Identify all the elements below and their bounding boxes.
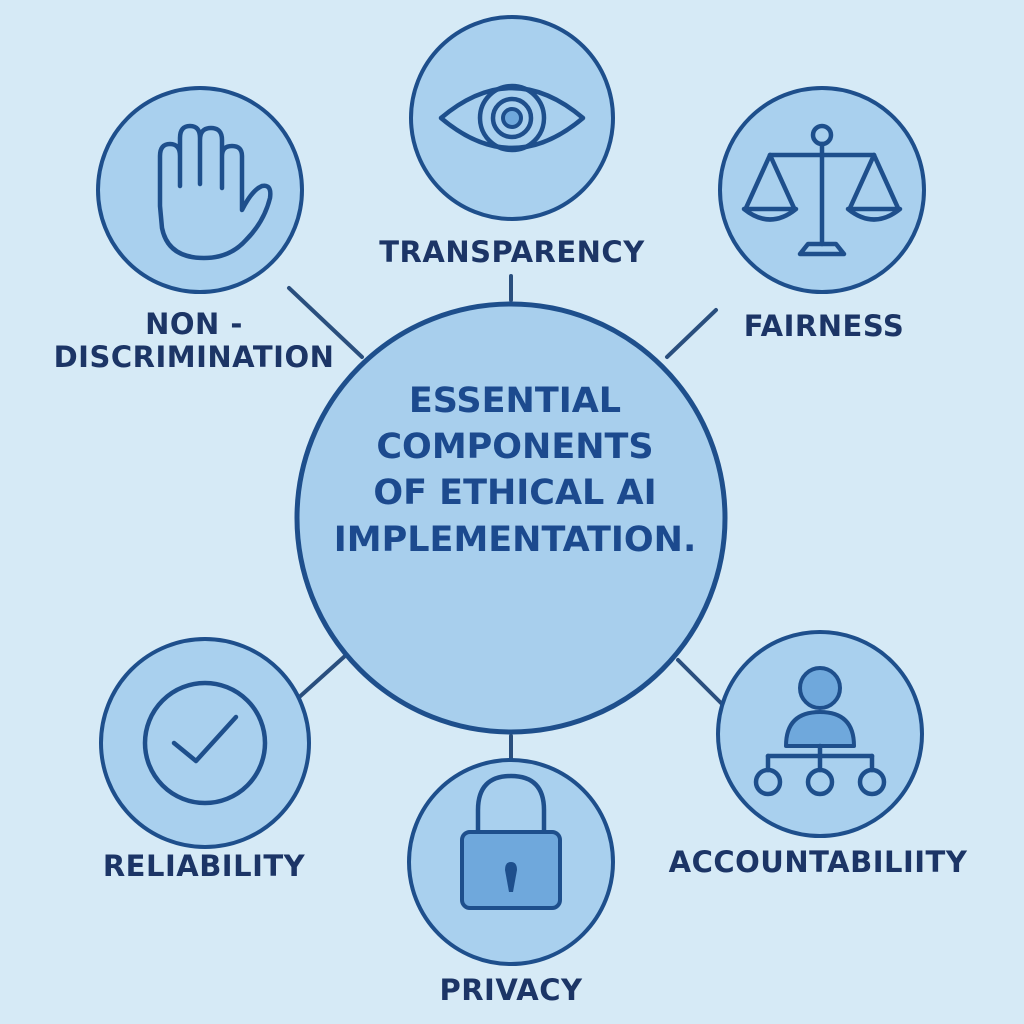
- center-title-line-1: ESSENTIAL: [408, 381, 622, 421]
- node-ring-non-discrimination: [96, 86, 304, 294]
- eye-icon: [438, 83, 586, 153]
- checkmark-icon: [142, 680, 268, 806]
- node-non-discrimination: [96, 86, 304, 294]
- raised-hand-icon: [157, 123, 273, 261]
- label-fairness: FAIRNESS: [743, 309, 905, 343]
- node-ring-reliability: [99, 637, 311, 849]
- label-reliability: RELIABILITY: [102, 849, 306, 883]
- node-accountability: [716, 630, 924, 838]
- center-title-line-2: COMPONENTS: [376, 427, 654, 468]
- spoke-reliability: [294, 654, 347, 702]
- label-non-discrimination-line1: NON -: [145, 307, 243, 341]
- label-privacy: PRIVACY: [439, 973, 583, 1007]
- node-transparency: [409, 15, 615, 221]
- center-title-line-4: IMPLEMENTATION.: [333, 519, 697, 560]
- label-non-discrimination-line2: DISCRIMINATION: [53, 340, 335, 375]
- node-reliability: [99, 637, 311, 849]
- center-hub: [294, 301, 728, 735]
- padlock-icon: [460, 773, 562, 910]
- hierarchy-icon: [753, 666, 887, 797]
- scales-icon: [741, 123, 903, 257]
- spoke-fairness: [665, 308, 718, 359]
- center-title: ESSENTIAL COMPONENTS OF ETHICAL AI IMPLE…: [320, 378, 710, 563]
- label-transparency: TRANSPARENCY: [379, 235, 645, 269]
- node-fairness: [718, 86, 926, 294]
- center-title-line-3: OF ETHICAL AI: [373, 473, 657, 514]
- node-privacy: [407, 758, 615, 966]
- spoke-non-discrimination: [287, 286, 364, 359]
- label-accountability: ACCOUNTABILIITY: [668, 845, 968, 879]
- label-non-discrimination: NON - DISCRIMINATION: [44, 307, 344, 375]
